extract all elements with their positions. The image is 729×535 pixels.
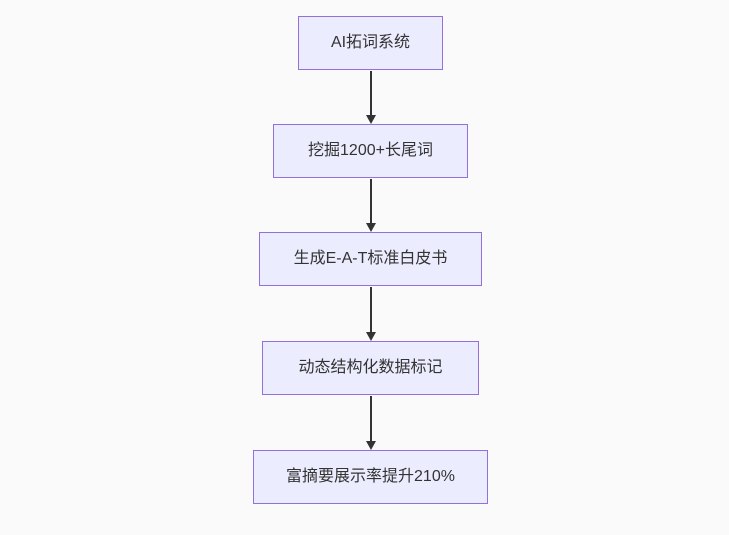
node-label: 动态结构化数据标记	[298, 359, 443, 377]
node-label: 生成E-A-T标准白皮书	[293, 250, 448, 268]
arrow-down-icon	[366, 441, 376, 450]
flowchart-node-longtail-words: 挖掘1200+长尾词	[273, 124, 468, 178]
arrow-down-icon	[366, 115, 376, 124]
edge-b-to-c	[365, 179, 377, 232]
edge-a-to-b	[365, 71, 377, 124]
node-label: 富摘要展示率提升210%	[286, 468, 455, 486]
flowchart-node-eat-whitepaper: 生成E-A-T标准白皮书	[259, 232, 482, 286]
arrow-line	[370, 179, 372, 224]
edge-c-to-d	[365, 287, 377, 341]
flowchart-node-ai-system: AI拓词系统	[298, 16, 443, 70]
flowchart-node-rich-snippet-rate: 富摘要展示率提升210%	[253, 450, 488, 504]
edge-d-to-e	[365, 396, 377, 450]
arrow-line	[370, 396, 372, 442]
arrow-line	[370, 287, 372, 333]
flowchart-node-structured-data: 动态结构化数据标记	[262, 341, 479, 395]
arrow-down-icon	[366, 223, 376, 232]
node-label: AI拓词系统	[330, 34, 411, 52]
arrow-down-icon	[366, 332, 376, 341]
arrow-line	[370, 71, 372, 116]
node-label: 挖掘1200+长尾词	[308, 142, 433, 160]
